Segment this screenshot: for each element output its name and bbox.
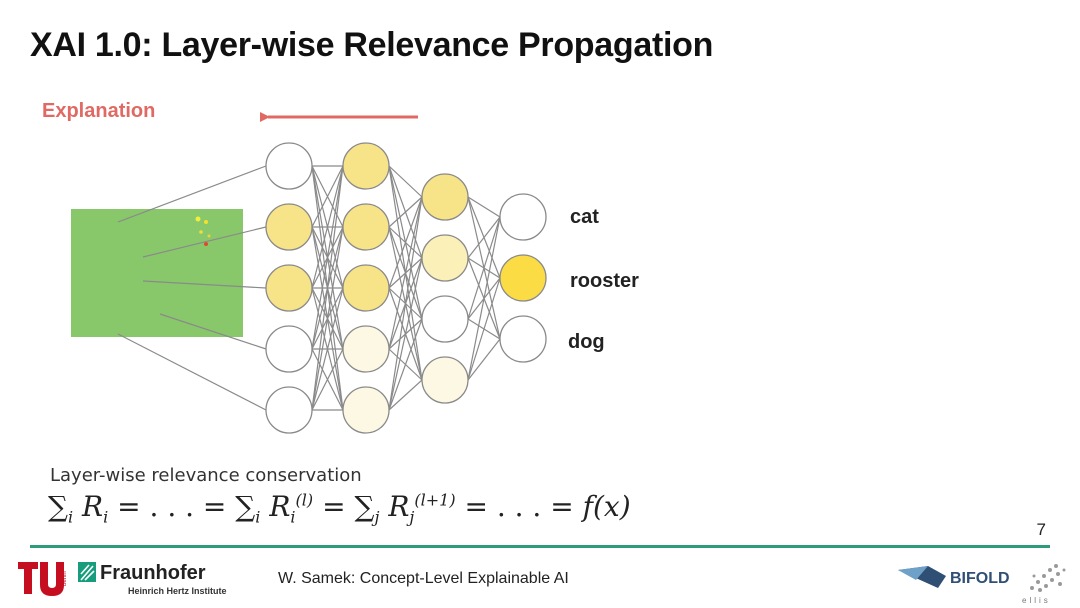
neuron: [265, 325, 313, 373]
network-edge: [388, 165, 423, 259]
neuron: [421, 295, 469, 343]
slide-title: XAI 1.0: Layer-wise Relevance Propagatio…: [30, 26, 714, 64]
neuron: [342, 142, 390, 190]
ellis-label: ellis: [1022, 596, 1051, 605]
network-edge: [311, 287, 344, 411]
input-edge: [117, 333, 267, 411]
fraunhofer-logo: Fraunhofer Heinrich Hertz Institute: [78, 560, 227, 596]
explanation-label: Explanation: [42, 100, 156, 122]
page-number: 7: [1036, 520, 1046, 539]
network-edge: [388, 196, 423, 411]
network-edge: [311, 165, 344, 350]
network-edge: [311, 348, 344, 411]
network-edge: [311, 165, 344, 228]
network-edge: [311, 165, 344, 228]
conservation-caption: Layer-wise relevance conservation: [50, 465, 362, 486]
network-edge: [311, 226, 344, 411]
neuron: [342, 386, 390, 434]
bifold-label: BIFOLD: [950, 570, 1010, 587]
network-edge: [311, 165, 344, 289]
relevance-heatmap-spots: [195, 216, 211, 246]
output-neuron: [499, 254, 547, 302]
network-edge: [467, 318, 501, 340]
network-edge: [388, 196, 423, 289]
neuron: [265, 264, 313, 312]
network-edge: [388, 226, 423, 320]
input-edge: [142, 226, 267, 258]
footer-divider: [30, 545, 1050, 548]
ellis-logo: [1030, 564, 1066, 592]
tu-berlin-logo: berlin: [18, 562, 68, 596]
presenter-footer: W. Samek: Concept-Level Explainable AI: [278, 570, 569, 587]
network-edge: [467, 216, 501, 320]
network-edge: [388, 257, 423, 289]
input-edge: [117, 165, 267, 223]
network-edge: [311, 165, 344, 350]
neuron: [342, 325, 390, 373]
bifold-mark-icon: [898, 566, 946, 588]
network-edge: [311, 287, 344, 350]
input-image: [71, 209, 243, 337]
bifold-logo: BIFOLD: [898, 562, 1010, 597]
network-nodes: [265, 142, 547, 434]
fraunhofer-institute: Heinrich Hertz Institute: [128, 586, 227, 596]
svg-text:berlin: berlin: [62, 571, 68, 586]
network-edge: [388, 165, 423, 381]
output-label-rooster: rooster: [570, 270, 639, 292]
network-edge: [311, 165, 344, 411]
network-edge: [467, 216, 501, 381]
network-edge: [467, 216, 501, 259]
network-edge: [388, 226, 423, 259]
network-edge: [388, 287, 423, 381]
network-edge: [388, 196, 423, 228]
network-edge: [388, 318, 423, 411]
input-edge: [159, 313, 267, 350]
network-edge: [311, 287, 344, 411]
network-edge: [388, 257, 423, 350]
network-edge: [467, 196, 501, 279]
network-edge: [311, 165, 344, 289]
network-edges: [117, 165, 501, 411]
network-edge: [311, 226, 344, 289]
network-edge: [388, 165, 423, 320]
neuron: [421, 356, 469, 404]
network-edge: [311, 226, 344, 350]
output-neuron: [499, 315, 547, 363]
fraunhofer-name: Fraunhofer: [100, 562, 206, 584]
network-edge: [388, 257, 423, 411]
network-edge: [467, 277, 501, 320]
network-edge: [388, 226, 423, 381]
network-edge: [388, 318, 423, 350]
network-edge: [388, 348, 423, 381]
neuron: [342, 203, 390, 251]
fraunhofer-mark-icon: [78, 562, 96, 582]
network-edge: [311, 287, 344, 350]
input-edge: [142, 280, 267, 289]
network-edge: [467, 338, 501, 381]
network-edge: [388, 165, 423, 198]
output-label-cat: cat: [570, 206, 599, 228]
network-edge: [467, 196, 501, 340]
network-edge: [311, 165, 344, 411]
network-edge: [388, 287, 423, 320]
neuron: [342, 264, 390, 312]
network-edge: [311, 348, 344, 411]
neuron: [265, 203, 313, 251]
network-edge: [467, 257, 501, 279]
network-edge: [467, 257, 501, 340]
neuron: [421, 234, 469, 282]
network-edge: [311, 226, 344, 411]
output-label-dog: dog: [568, 331, 605, 353]
network-edge: [388, 379, 423, 411]
conservation-formula: ∑i Ri = . . . = ∑i Ri(l) = ∑j Rj(l+1) = …: [48, 490, 631, 527]
network-edge: [311, 226, 344, 350]
network-edge: [467, 196, 501, 218]
neuron: [265, 142, 313, 190]
network-edge: [388, 196, 423, 350]
neuron: [421, 173, 469, 221]
network-edge: [311, 226, 344, 289]
output-neuron: [499, 193, 547, 241]
neuron: [265, 386, 313, 434]
network-edge: [467, 277, 501, 381]
